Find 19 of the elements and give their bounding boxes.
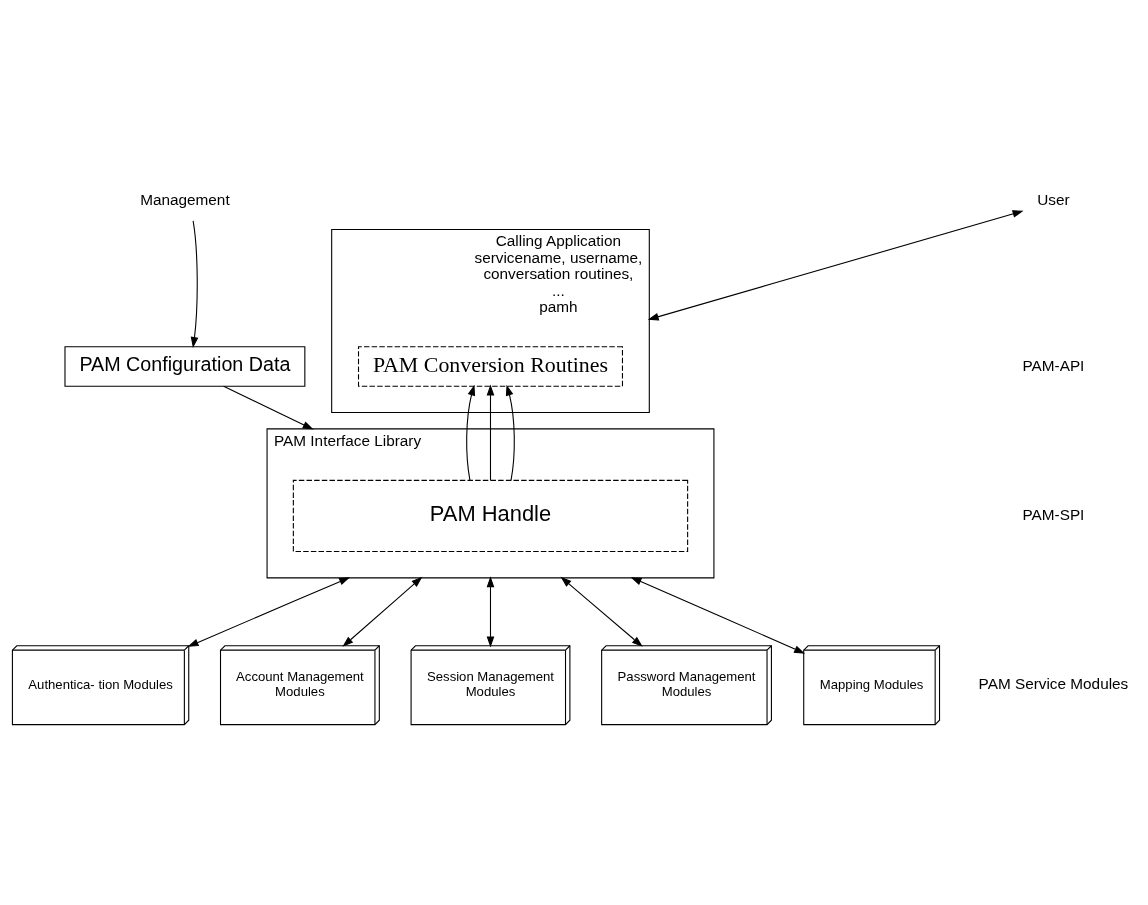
arrow: [187, 576, 351, 647]
label: PAM Service Modules: [978, 674, 1129, 692]
arrow: [505, 384, 515, 481]
arrow: [647, 209, 1024, 320]
arrow: [342, 576, 423, 647]
arrow: [466, 384, 476, 481]
arrow: [486, 384, 495, 481]
node-text: User: [1037, 190, 1070, 208]
arrow: [190, 219, 199, 348]
arrow: [223, 385, 314, 430]
label: PAM-SPI: [1022, 505, 1085, 523]
node-box: PAM Handle: [292, 479, 689, 552]
node-box: PAM Configuration Data: [64, 345, 306, 387]
node-text: Management: [140, 190, 230, 208]
arrow: [560, 576, 643, 647]
arrow: [486, 575, 495, 647]
node-box: PAM Conversion Routines: [357, 345, 623, 387]
arrow: [630, 576, 806, 654]
label: PAM-API: [1022, 356, 1085, 374]
